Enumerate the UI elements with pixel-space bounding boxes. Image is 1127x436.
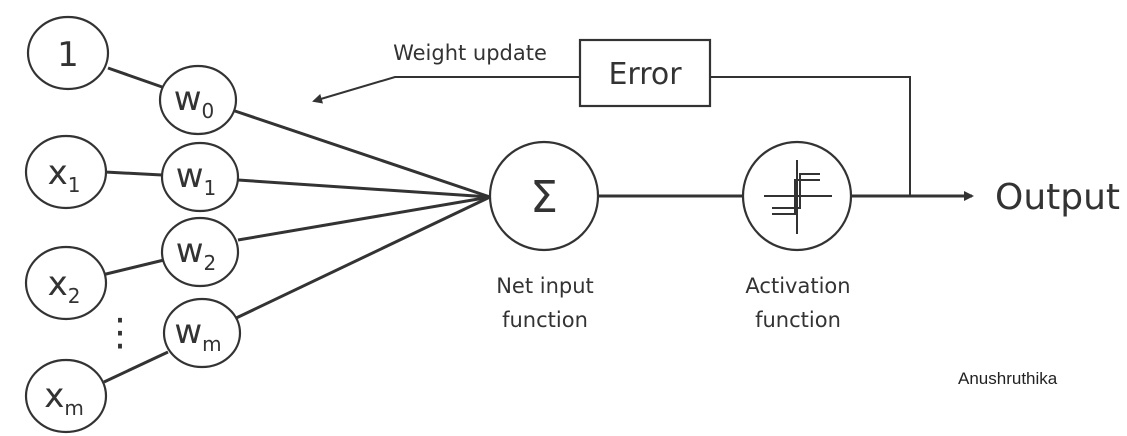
- weight-node-w0-label: w0: [174, 79, 215, 123]
- output-label: Output: [995, 177, 1120, 218]
- edge-input-1-to-w0: [107, 66, 166, 90]
- input-node-bias: [26, 15, 110, 91]
- input-node-xm: [24, 358, 108, 434]
- input-node-x2: [24, 245, 108, 321]
- weight-node-w1: [160, 141, 240, 213]
- edge-w2-to-sum: [237, 195, 491, 242]
- credit-text: Anushruthika: [958, 369, 1058, 388]
- input-node-bias-label: 1: [57, 35, 79, 75]
- weight-node-w1-label: w1: [176, 156, 217, 200]
- error-box: [578, 38, 712, 108]
- error-label: Error: [608, 57, 682, 92]
- ellipsis: ⋮: [101, 310, 139, 354]
- summation-symbol: Σ: [530, 172, 558, 223]
- weight-update-arrow: [312, 76, 580, 104]
- step-function-icon: [764, 160, 832, 234]
- weight-node-wm: [162, 297, 242, 369]
- weight-node-w0: [158, 64, 238, 136]
- weight-update-label: Weight update: [393, 41, 547, 65]
- input-node-x1: [24, 134, 108, 210]
- input-node-xm-label: xm: [44, 376, 84, 420]
- summation-node: [488, 140, 600, 252]
- edge-w1-to-sum: [237, 178, 491, 199]
- input-node-x1-label: x1: [48, 153, 81, 197]
- activation-label-line1: Activation: [745, 274, 850, 298]
- edge-x2-to-w2: [101, 258, 165, 277]
- net-input-label-line2: function: [502, 308, 588, 332]
- activation-label-line2: function: [755, 308, 841, 332]
- weight-node-w2: [160, 216, 240, 288]
- weight-node-w2-label: w2: [176, 231, 217, 275]
- edge-xm-to-wm: [103, 350, 169, 384]
- edge-wm-to-sum: [231, 195, 491, 322]
- feedback-line: [710, 76, 911, 196]
- weight-node-wm-label: wm: [174, 312, 221, 356]
- net-input-label-line1: Net input: [496, 274, 594, 298]
- edge-x1-to-w1: [104, 170, 163, 177]
- input-node-x2-label: x2: [48, 264, 81, 308]
- edge-w0-to-sum: [231, 108, 491, 199]
